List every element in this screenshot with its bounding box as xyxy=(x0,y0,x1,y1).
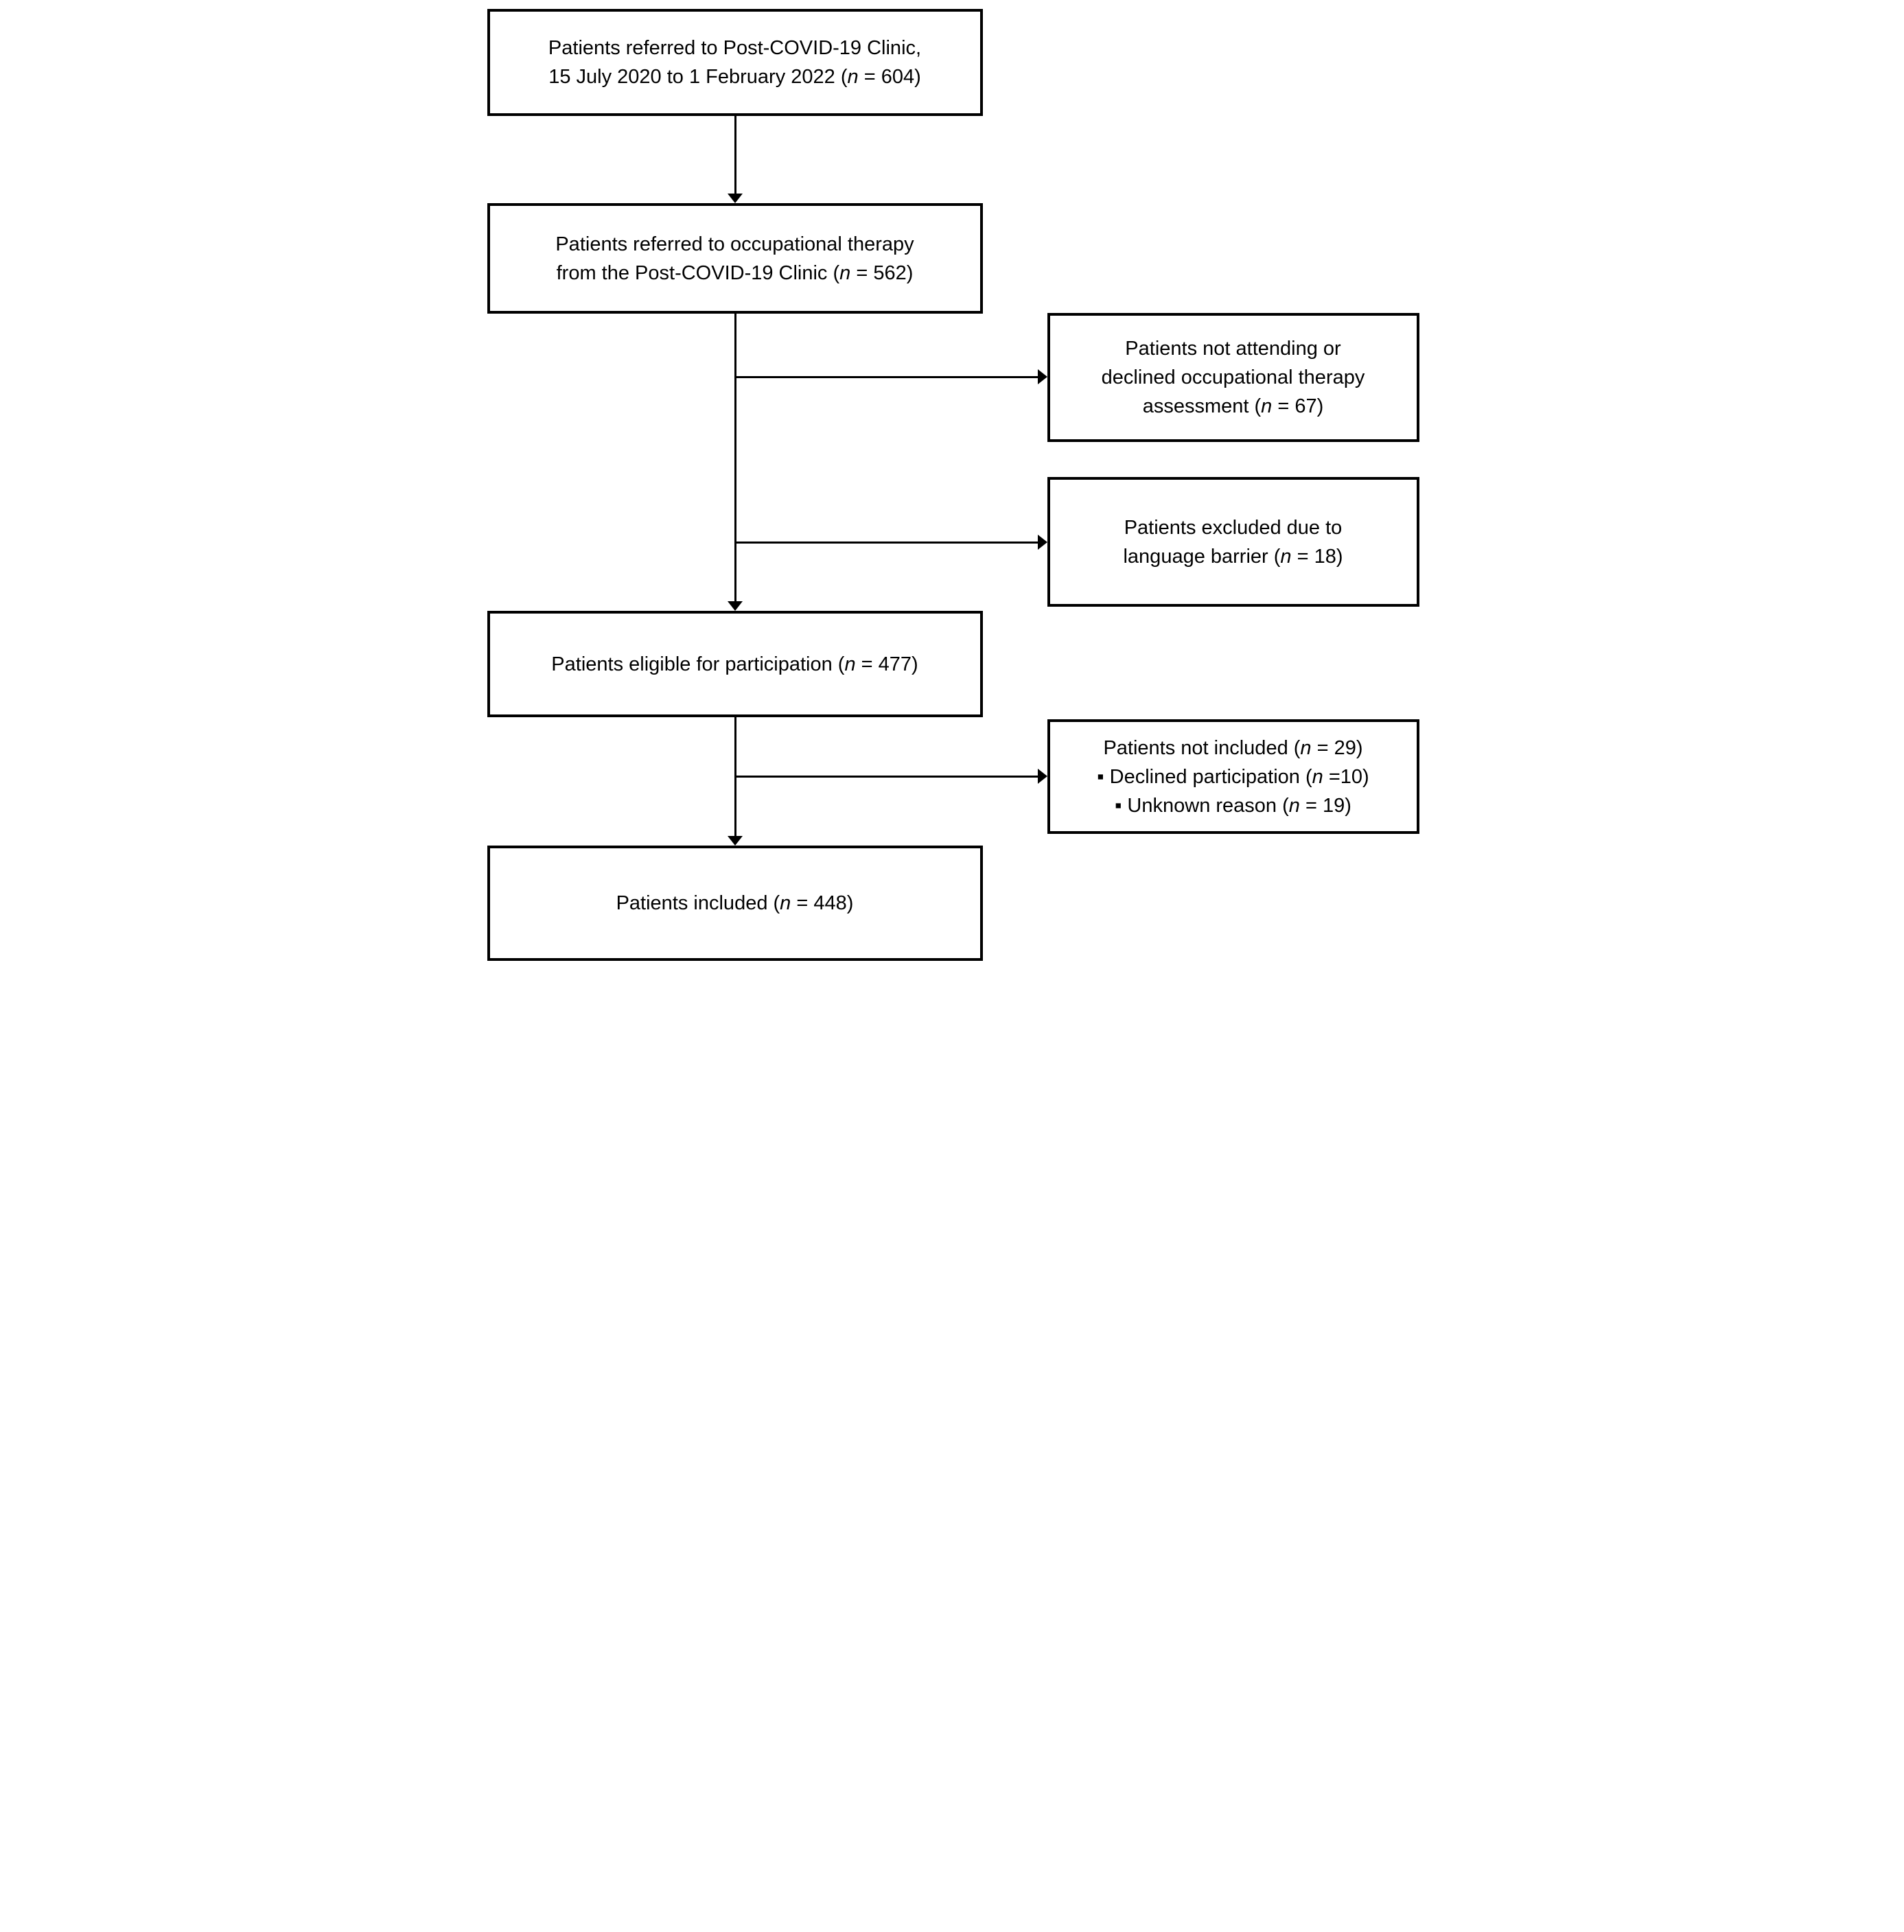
box-not-attending: Patients not attending or declined occup… xyxy=(1047,313,1419,442)
arrow-down-icon xyxy=(727,194,743,203)
arrow-right-icon xyxy=(1037,769,1047,784)
box-line: Patients referred to Post-COVID-19 Clini… xyxy=(548,37,922,59)
box-text: Patients eligible for participation (n =… xyxy=(490,650,980,679)
box-line: Patients not included (n = 29) xyxy=(1103,736,1363,759)
box-text: Patients referred to Post-COVID-19 Clini… xyxy=(490,34,980,91)
box-referred-clinic: Patients referred to Post-COVID-19 Clini… xyxy=(487,9,983,116)
box-included: Patients included (n = 448) xyxy=(487,846,983,961)
box-language-barrier: Patients excluded due to language barrie… xyxy=(1047,477,1419,607)
box-text: Patients not attending or declined occup… xyxy=(1050,334,1417,421)
box-line: Patients eligible for participation (n =… xyxy=(551,653,918,675)
box-referred-ot: Patients referred to occupational therap… xyxy=(487,203,983,314)
box-line: from the Post-COVID-19 Clinic (n = 562) xyxy=(556,261,914,284)
box-line: ▪ Unknown reason (n = 19) xyxy=(1115,794,1351,817)
connector-line-ot-to-eligible xyxy=(734,314,736,601)
box-text: Patients included (n = 448) xyxy=(490,889,980,918)
patient-flow-diagram: Patients referred to Post-COVID-19 Clini… xyxy=(476,0,1428,966)
box-line: language barrier (n = 18) xyxy=(1123,545,1343,568)
box-line: declined occupational therapy xyxy=(1101,366,1365,388)
box-line: Patients included (n = 448) xyxy=(616,892,854,914)
connector-line-clinic-to-ot xyxy=(734,116,736,194)
arrow-down-icon xyxy=(727,601,743,611)
connector-line-to-language-barrier xyxy=(734,542,1038,544)
arrow-right-icon xyxy=(1037,535,1047,550)
arrow-right-icon xyxy=(1037,369,1047,384)
arrow-down-icon xyxy=(727,836,743,846)
box-line: 15 July 2020 to 1 February 2022 (n = 604… xyxy=(548,66,921,88)
box-line: Patients referred to occupational therap… xyxy=(555,233,914,255)
box-line: ▪ Declined participation (n =10) xyxy=(1097,765,1369,788)
connector-line-to-not-attending xyxy=(734,376,1038,378)
box-line: Patients not attending or xyxy=(1125,338,1341,360)
box-text: Patients excluded due to language barrie… xyxy=(1050,513,1417,571)
connector-line-to-not-included xyxy=(734,776,1038,778)
box-eligible: Patients eligible for participation (n =… xyxy=(487,611,983,717)
box-line: assessment (n = 67) xyxy=(1142,395,1324,417)
box-line: Patients excluded due to xyxy=(1124,516,1343,539)
box-text: Patients not included (n = 29) ▪ Decline… xyxy=(1050,734,1417,820)
box-text: Patients referred to occupational therap… xyxy=(490,230,980,288)
box-not-included: Patients not included (n = 29) ▪ Decline… xyxy=(1047,719,1419,834)
